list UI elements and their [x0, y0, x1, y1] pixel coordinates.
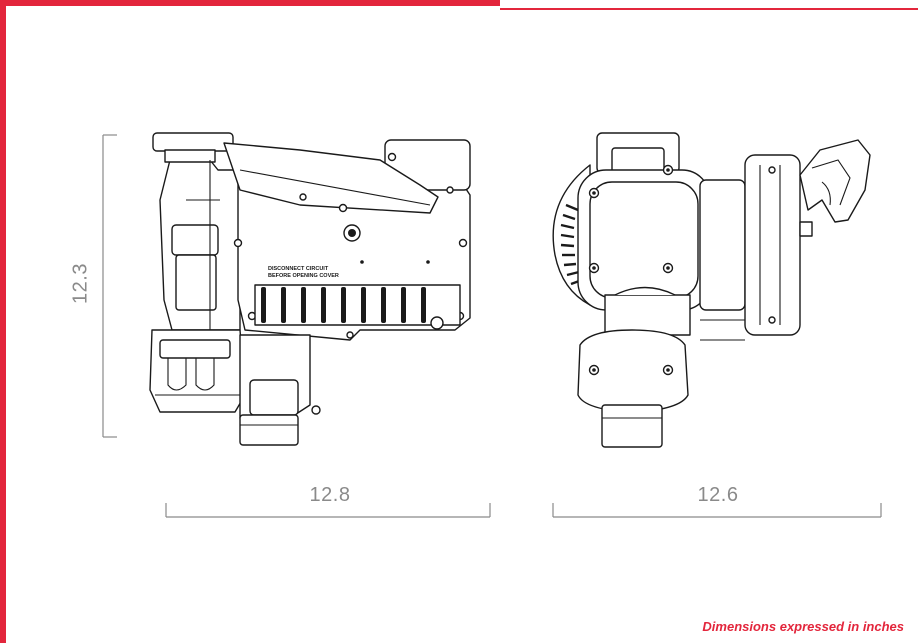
accent-border-left: [0, 0, 6, 643]
pump-side-view: DISCONNECT CIRCUIT BEFORE OPENING COVER: [149, 132, 471, 446]
height-dimension-line: [102, 134, 117, 438]
width-dimension-line-right: [552, 503, 882, 518]
front-view-width-label: 12.6: [697, 484, 739, 506]
accent-border-top-tab: [0, 0, 500, 6]
side-view-width-label: 12.8: [309, 484, 351, 506]
pump-front-view: [552, 132, 871, 448]
warning-label-line2: BEFORE OPENING COVER: [268, 273, 339, 279]
warning-label-line1: DISCONNECT CIRCUIT: [268, 266, 329, 272]
units-caption: Dimensions expressed in inches: [702, 619, 904, 634]
accent-border-top-line: [500, 8, 918, 10]
height-dimension-label: 12.3: [69, 263, 92, 304]
width-dimension-line-left: [165, 503, 491, 518]
